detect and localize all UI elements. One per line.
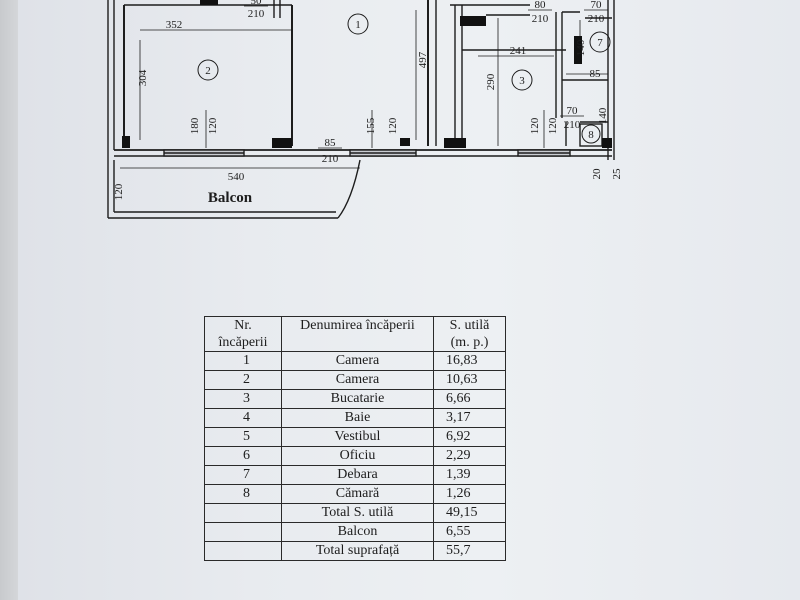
total-useful-area-label: Total S. utilă	[281, 503, 434, 523]
cell-name: Cămară	[281, 484, 434, 504]
cell-area: 2,29	[433, 446, 506, 466]
cell-nr: 1	[204, 351, 282, 371]
cell-empty	[204, 541, 282, 561]
dim-20: 20	[591, 168, 603, 180]
total-surface-value: 55,7	[433, 541, 506, 561]
dim-50: 50	[251, 0, 263, 7]
dim-540: 540	[228, 171, 245, 183]
dim-25: 25	[611, 168, 623, 180]
room-marker-7: 7	[597, 37, 603, 49]
table-row: 5 Vestibul 6,92	[204, 427, 506, 447]
room-marker-1: 1	[355, 19, 361, 31]
cell-area: 16,83	[433, 351, 506, 371]
dim-85-door: 85	[325, 137, 337, 149]
cell-name: Camera	[281, 370, 434, 390]
dim-70-low-210: 210	[564, 119, 581, 131]
cell-nr: 7	[204, 465, 282, 485]
totals-row: Total suprafață 55,7	[204, 541, 506, 561]
header-room-name: Denumirea încăperii	[281, 316, 434, 352]
cell-nr: 2	[204, 370, 282, 390]
cell-empty	[204, 522, 282, 542]
dim-85-door-210: 210	[322, 153, 339, 165]
room-marker-2: 2	[205, 65, 211, 77]
balcony-label: Balcon	[208, 190, 253, 206]
cell-nr: 5	[204, 427, 282, 447]
room-marker-3: 3	[519, 75, 525, 87]
balcony-area-label: Balcon	[281, 522, 434, 542]
cell-nr: 3	[204, 389, 282, 409]
floor-plan: 1 2 3 7 8 50 210 352 304 497 80 210 70 2…	[107, 0, 623, 219]
cell-name: Baie	[281, 408, 434, 428]
dim-140-a: 140	[575, 39, 587, 56]
table-row: 4 Baie 3,17	[204, 408, 506, 428]
dim-180: 180	[189, 117, 201, 134]
dim-50-210: 210	[248, 8, 265, 20]
dim-352: 352	[166, 19, 183, 31]
cell-empty	[204, 503, 282, 523]
dim-70-top: 70	[591, 0, 603, 11]
dim-85-small: 85	[590, 68, 602, 80]
dim-120-d: 120	[547, 117, 559, 134]
totals-row: Total S. utilă 49,15	[204, 503, 506, 523]
dim-290: 290	[485, 73, 497, 90]
balcony-area-value: 6,55	[433, 522, 506, 542]
dim-70-top-210: 210	[588, 13, 605, 25]
dim-120-balcon: 120	[113, 183, 125, 200]
paper-edge	[0, 0, 18, 600]
cell-area: 6,92	[433, 427, 506, 447]
table-row: 6 Oficiu 2,29	[204, 446, 506, 466]
table-row: 8 Cămară 1,26	[204, 484, 506, 504]
cell-name: Bucatarie	[281, 389, 434, 409]
header-room-number: Nr. încăperii	[204, 316, 282, 352]
dim-70-low: 70	[567, 105, 579, 117]
dim-120-a: 120	[207, 117, 219, 134]
dim-120-c: 120	[529, 117, 541, 134]
dim-80-210: 210	[532, 13, 549, 25]
total-surface-label: Total suprafață	[281, 541, 434, 561]
cell-area: 1,39	[433, 465, 506, 485]
dim-497: 497	[417, 51, 429, 68]
room-marker-8: 8	[588, 129, 594, 141]
dim-304: 304	[137, 69, 149, 86]
dim-140-b: 140	[597, 107, 609, 124]
table-row: 1 Camera 16,83	[204, 351, 506, 371]
cell-nr: 4	[204, 408, 282, 428]
cell-area: 3,17	[433, 408, 506, 428]
room-area-table: Nr. încăperii Denumirea încăperii S. uti…	[204, 316, 506, 561]
cell-area: 10,63	[433, 370, 506, 390]
header-useful-area: S. utilă (m. p.)	[433, 316, 506, 352]
totals-row: Balcon 6,55	[204, 522, 506, 542]
cell-name: Oficiu	[281, 446, 434, 466]
table-row: 3 Bucatarie 6,66	[204, 389, 506, 409]
table-row: 2 Camera 10,63	[204, 370, 506, 390]
cell-nr: 8	[204, 484, 282, 504]
cell-name: Debara	[281, 465, 434, 485]
cell-name: Camera	[281, 351, 434, 371]
table-header-row: Nr. încăperii Denumirea încăperii S. uti…	[204, 316, 506, 352]
cell-area: 1,26	[433, 484, 506, 504]
dim-155: 155	[365, 117, 377, 134]
total-useful-area-value: 49,15	[433, 503, 506, 523]
dim-241: 241	[510, 45, 527, 57]
cell-area: 6,66	[433, 389, 506, 409]
dim-80: 80	[535, 0, 547, 11]
table-row: 7 Debara 1,39	[204, 465, 506, 485]
cell-name: Vestibul	[281, 427, 434, 447]
dim-120-b: 120	[387, 117, 399, 134]
cell-nr: 6	[204, 446, 282, 466]
